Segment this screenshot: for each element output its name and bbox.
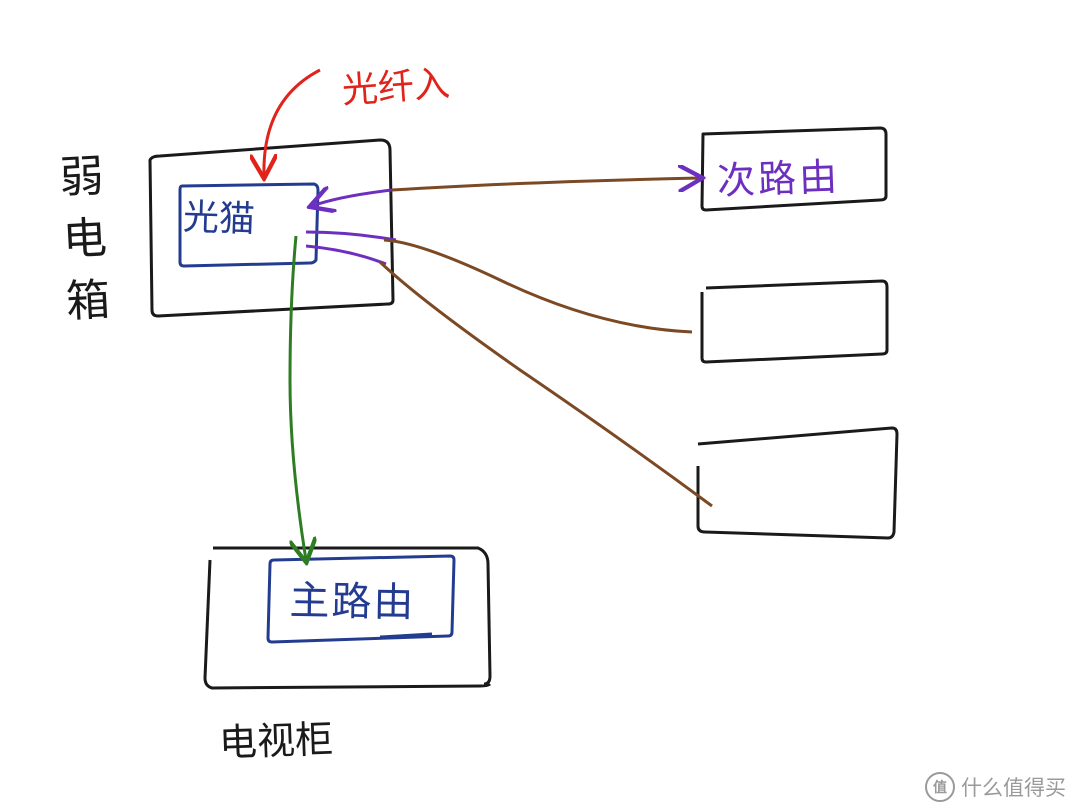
main-router-underline xyxy=(379,632,433,639)
cable-to-middle-device xyxy=(383,238,693,334)
weak-current-box xyxy=(148,138,395,318)
tv-cabinet-box xyxy=(203,559,492,690)
watermark-text: 什么值得买 xyxy=(961,776,1066,800)
fiber-in-label: 光纤入 xyxy=(340,63,452,112)
main-router-box xyxy=(266,554,456,644)
secondary-router-label: 次路由 xyxy=(716,154,841,203)
optical-modem-label: 光猫 xyxy=(182,196,256,241)
watermark-logo-icon: 值 xyxy=(925,772,955,802)
wireless-link-arrow xyxy=(312,190,393,206)
tv-cabinet-label: 电视柜 xyxy=(218,717,334,765)
secondary-router-box xyxy=(700,126,888,212)
fiber-in-arrow xyxy=(264,68,321,176)
wired-link-main-arrow xyxy=(288,235,306,560)
weak-current-box-label: 弱电箱 xyxy=(58,150,112,328)
tv-cabinet-box-top xyxy=(213,546,492,686)
purple-stub-2 xyxy=(305,230,397,242)
main-router-label: 主路由 xyxy=(289,577,416,627)
purple-stub-3 xyxy=(305,244,387,266)
cable-to-lower-device xyxy=(378,260,713,508)
right-device-box-lower xyxy=(696,426,899,540)
right-device-box-middle xyxy=(700,279,889,364)
cable-to-secondary-router xyxy=(391,178,700,190)
watermark: 值 什么值得买 xyxy=(925,772,1066,802)
